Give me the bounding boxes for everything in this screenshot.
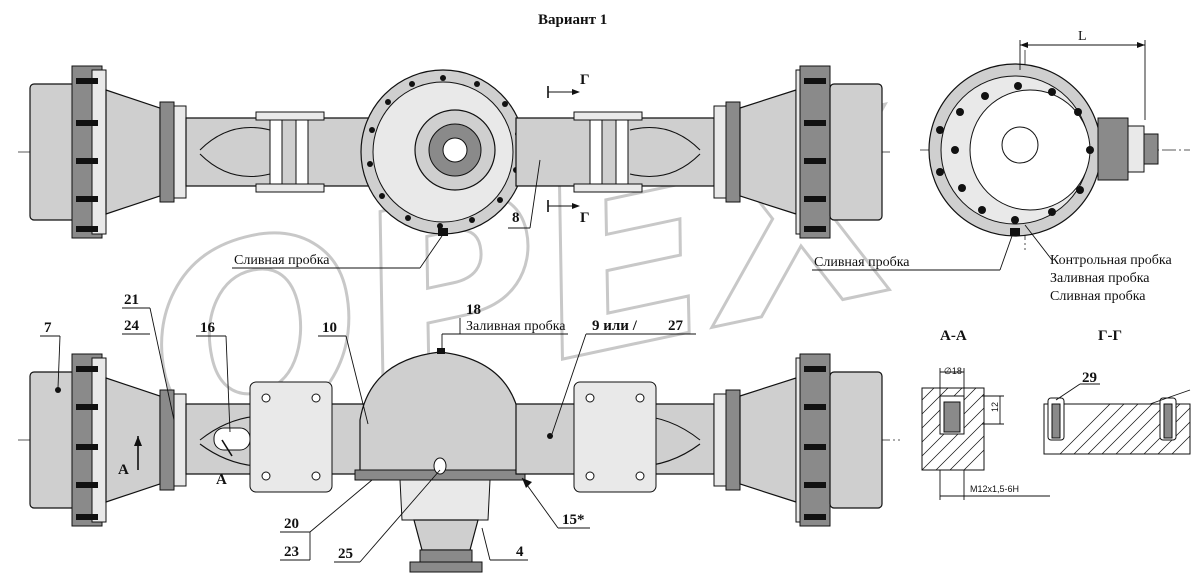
end-view: L Сливная пробка Контрольная пробка Зали… — [812, 29, 1190, 304]
drain-plug-label-end: Сливная пробка — [814, 255, 910, 270]
callout-25: 25 — [338, 546, 353, 562]
depth-label: 12 — [990, 402, 1000, 412]
front-view: А А 7 21 24 16 10 18 Заливная пробка 9 и… — [18, 292, 900, 573]
callout-24: 24 — [124, 318, 140, 334]
callout-16: 16 — [200, 320, 216, 336]
drain-plug-label-top: Сливная пробка — [234, 253, 330, 268]
callout-29: 29 — [1082, 370, 1097, 386]
control-plug-label: Контрольная пробка — [1050, 253, 1172, 268]
thread-label: M12x1,5-6H — [970, 484, 1019, 494]
callout-20: 20 — [284, 516, 299, 532]
section-aa: А-А ∅18 12 M12x1,5-6H — [921, 328, 1050, 500]
drawing-title: Вариант 1 — [538, 12, 607, 28]
callout-10: 10 — [322, 320, 337, 336]
callout-4: 4 — [516, 544, 524, 560]
drain-plug-label-end-2: Сливная пробка — [1050, 289, 1146, 304]
section-letter-a-left: А — [118, 462, 129, 478]
callout-9: 9 или / — [592, 318, 638, 334]
section-letter-a-right: А — [216, 472, 227, 488]
callout-18: 18 — [466, 302, 481, 318]
section-gg: Г-Г 29 — [1043, 328, 1191, 455]
filler-plug-label-end: Заливная пробка — [1050, 271, 1150, 286]
section-mark-top: Г — [580, 72, 590, 88]
dimension-l: L — [1078, 29, 1087, 44]
section-mark-bottom: Г — [580, 210, 590, 226]
callout-27: 27 — [668, 318, 684, 334]
callout-23: 23 — [284, 544, 299, 560]
callout-7: 7 — [44, 320, 52, 336]
section-aa-title: А-А — [940, 328, 967, 344]
top-view: Г Г 8 Сливная пробка — [18, 65, 890, 269]
section-gg-title: Г-Г — [1098, 328, 1122, 344]
callout-15: 15* — [562, 512, 585, 528]
callout-8: 8 — [512, 210, 520, 226]
diameter-label: ∅18 — [944, 366, 962, 376]
filler-plug-label-front: Заливная пробка — [466, 319, 566, 334]
callout-21: 21 — [124, 292, 139, 308]
